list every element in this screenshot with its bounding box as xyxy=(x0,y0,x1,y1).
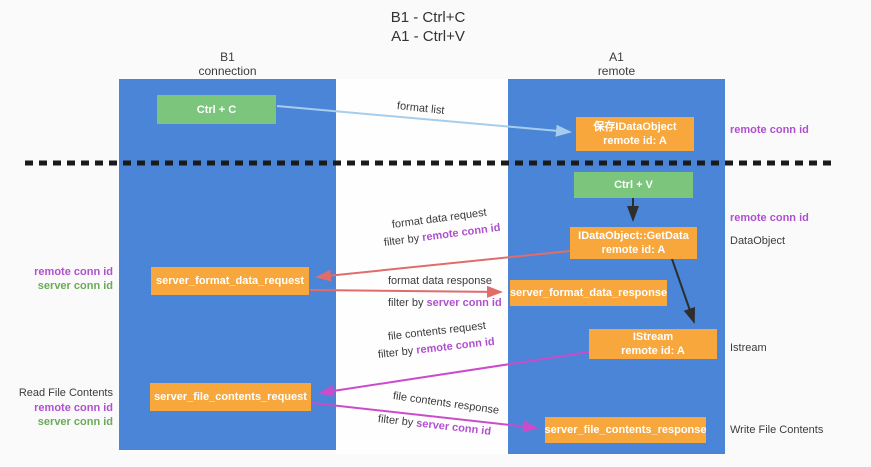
node-istream-line1: IStream xyxy=(632,331,674,343)
node-idataobject-getdata: IDataObject::GetData remote id: A xyxy=(570,227,697,259)
title-line-1: B1 - Ctrl+C xyxy=(390,9,466,26)
node-save-idataobject-line2: remote id: A xyxy=(603,135,667,147)
node-server-file-contents-response: server_file_contents_response xyxy=(544,417,707,443)
lane-a1-subtitle: remote xyxy=(597,64,636,78)
right-label-write-file-contents: Write File Contents xyxy=(730,424,824,436)
node-server-file-contents-response-label: server_file_contents_response xyxy=(544,424,707,436)
left-label-remote-conn-id-1: remote conn id xyxy=(34,266,113,278)
server-conn-id-text: server conn id xyxy=(426,297,502,309)
node-save-idataobject: 保存IDataObject remote id: A xyxy=(576,117,694,151)
node-getdata-line1: IDataObject::GetData xyxy=(578,230,689,242)
node-server-format-data-request: server_format_data_request xyxy=(151,267,309,295)
node-server-format-data-response-label: server_format_data_response xyxy=(509,287,668,299)
right-label-dataobject: DataObject xyxy=(730,235,786,247)
lane-b1-name: B1 xyxy=(220,50,235,64)
title-line-2: A1 - Ctrl+V xyxy=(391,28,465,45)
node-istream-line2: remote id: A xyxy=(621,345,685,357)
edge-label-format-data-response: format data response xyxy=(388,275,492,287)
left-label-remote-conn-id-2: remote conn id xyxy=(34,402,113,414)
right-label-remote-conn-id-2: remote conn id xyxy=(730,212,809,224)
arrow-file-contents-request xyxy=(318,351,590,397)
left-label-server-conn-id-2: server conn id xyxy=(37,416,113,428)
node-getdata-line2: remote id: A xyxy=(601,244,666,256)
arrow-getdata-to-istream xyxy=(671,258,696,324)
node-istream: IStream remote id: A xyxy=(589,329,717,359)
right-label-remote-conn-id-1: remote conn id xyxy=(730,124,809,136)
diagram-title: B1 - Ctrl+C A1 - Ctrl+V xyxy=(0,8,856,46)
left-label-read-file-contents: Read File Contents xyxy=(18,387,113,399)
arrow-format-data-response xyxy=(309,285,503,298)
right-label-istream: Istream xyxy=(730,342,767,354)
arrow-format-list xyxy=(276,105,572,137)
node-ctrl-c-label: Ctrl + C xyxy=(196,103,237,116)
lane-header-b1: B1 connection xyxy=(119,50,336,78)
node-server-file-contents-request-label: server_file_contents_request xyxy=(154,391,307,403)
edge-label-filter-server-1: filter by server conn id xyxy=(388,297,502,309)
node-ctrl-v-label: Ctrl + V xyxy=(614,179,653,191)
left-label-server-conn-id-1: server conn id xyxy=(37,280,113,292)
node-server-format-data-request-label: server_format_data_request xyxy=(156,275,304,287)
arrow-file-contents-response xyxy=(311,402,539,433)
lane-a1-name: A1 xyxy=(609,50,624,64)
node-save-idataobject-line1: 保存IDataObject xyxy=(593,121,677,133)
lane-header-a1: A1 remote xyxy=(508,50,725,78)
node-ctrl-c: Ctrl + C xyxy=(157,95,276,124)
node-server-format-data-response: server_format_data_response xyxy=(510,280,667,306)
node-server-file-contents-request: server_file_contents_request xyxy=(150,383,311,411)
arrow-format-data-request xyxy=(315,250,571,282)
filter-by-text: filter by xyxy=(388,297,427,309)
lane-b1-subtitle: connection xyxy=(198,64,257,78)
node-ctrl-v: Ctrl + V xyxy=(574,172,693,198)
